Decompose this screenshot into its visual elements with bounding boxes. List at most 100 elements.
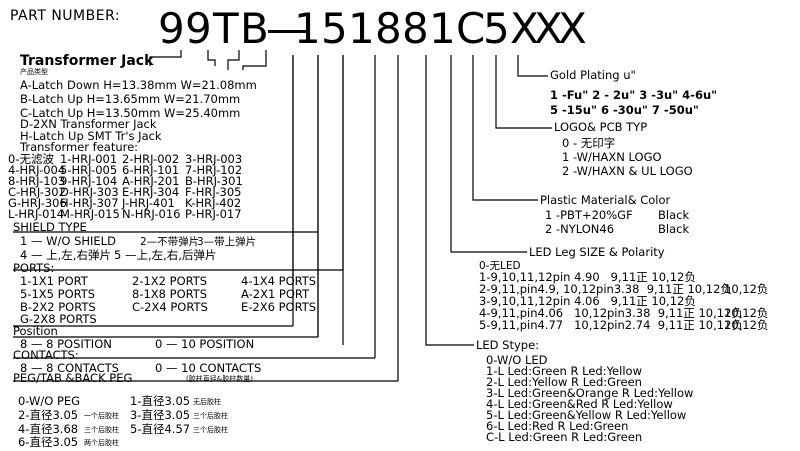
part-number-char: 1 [429, 4, 456, 53]
transformer-feature-item: 7-HRJ-102 [185, 163, 243, 177]
transformer-jack-line: D-2XN Transformer Jack [20, 117, 157, 131]
transformer-feature-item: 2-HRJ-002 [122, 152, 180, 166]
part-number-label: PART NUMBER: [10, 8, 121, 24]
part-number-char: X [558, 4, 587, 53]
gold-plating-option: 1 -Fu" 2 - 2u" 3 -3u" 4-6u" [550, 88, 718, 102]
transformer-feature-item: L-HRJ-014 [8, 207, 65, 221]
led-type-option: 0-W/O LED [486, 353, 548, 367]
ports-option: B-2X2 PORTS [20, 300, 96, 314]
part-number-char: X [510, 4, 539, 53]
peg-option: 1-直径3.05 [130, 394, 191, 408]
transformer-feature-item: K-HRJ-402 [185, 196, 242, 210]
transformer-feature-item: P-HRJ-017 [185, 207, 242, 221]
part-number-char: 8 [375, 4, 402, 53]
ports-option: 2-1X2 PORTS [132, 274, 208, 288]
logo-option: 2 -W/HAXN & UL LOGO [562, 164, 693, 178]
shield-option: 2—不带弹片 [140, 236, 200, 248]
transformer-feature-item: N-HRJ-016 [122, 207, 181, 221]
part-number-char: B [240, 4, 269, 53]
led-leg-title: LED Leg SIZE & Polarity [529, 245, 665, 259]
transformer-feature-item: D-HRJ-303 [60, 185, 119, 199]
ports-option: 5-1X5 PORTS [20, 287, 96, 301]
peg-title: PEG/TAB &BACK PEG [13, 371, 133, 385]
led-leg-option: 4-9,11,pin4.06 10,12pin3.38 9,11正 10,12负 [479, 306, 743, 320]
ports-option: 8-1X8 PORTS [132, 287, 208, 301]
ports-option: C-2X4 PORTS [132, 300, 208, 314]
transformer-feature-item: 6-HRJ-101 [122, 163, 180, 177]
plastic-material-title: Plastic Material& Color [540, 193, 671, 207]
logo-option: 1 -W/HAXN LOGO [562, 150, 662, 164]
transformer-feature-item: E-HRJ-304 [122, 185, 180, 199]
ports-option: A-2X1 PORT [241, 287, 310, 301]
position-option: 8 — 8 POSITION [20, 337, 112, 351]
led-type-option: 6-L Led:Red R Led:Green [486, 419, 629, 433]
leader-plastic [472, 55, 538, 201]
transformer-feature-item: 0-无滤波 [8, 152, 54, 166]
led-leg-extra: 10,12负 [724, 306, 769, 320]
transformer-jack-line: B-Latch Up H=13.65mm W=21.70mm [20, 92, 241, 106]
ports-option: G-2X8 PORTS [20, 312, 97, 326]
transformer-jack-line: A-Latch Down H=13.38mm W=21.08mm [20, 78, 257, 92]
led-type-option: 5-L Led:Green&Yellow R Led:Yellow [486, 408, 687, 422]
leader-led-leg [450, 55, 527, 253]
contacts-option: 0 — 10 CONTACTS [155, 361, 262, 375]
peg-option-note: 无后胶柱 [193, 398, 221, 406]
peg-option: 0-W/O PEG [18, 394, 81, 408]
transformer-feature-item: A-HRJ-201 [122, 174, 180, 188]
peg-title-note: (胶柱直径&胶柱数量) [186, 375, 253, 383]
peg-option: 2-直径3.05 [18, 408, 79, 422]
ports-option: 4-1X4 PORTS [241, 274, 317, 288]
peg-option: 4-直径3.68 [18, 422, 79, 436]
transformer-feature-item: 1-HRJ-001 [60, 152, 118, 166]
led-type-option: 4-L Led:Green&Red R Led:Yellow [486, 397, 673, 411]
transformer-feature-item: 8-HRJ-103 [8, 174, 66, 188]
peg-option: 6-直径3.05 [18, 435, 79, 449]
transformer-feature-item: 3-HRJ-003 [185, 152, 243, 166]
part-number-char: C [456, 4, 486, 53]
led-type-option: 1-L Led:Green R Led:Yellow [486, 364, 642, 378]
part-number-char: 5 [321, 4, 348, 53]
position-option: 0 — 10 POSITION [155, 337, 255, 351]
ports-option: E-2X6 PORTS [241, 300, 317, 314]
shield-option: 3—带上弹片 [197, 236, 257, 248]
transformer-feature-item: B-HRJ-301 [185, 174, 243, 188]
led-type-option: 3-L Led:Green&Orange R Led:Yellow [486, 386, 694, 400]
ports-title: PORTS: [13, 261, 55, 275]
peg-option: 3-直径3.05 [130, 408, 191, 422]
gold-plating-option: 5 -15u" 6 -30u" 7 -50u" [550, 103, 699, 117]
plastic-color: Black [658, 222, 690, 236]
transformer-jack-line: H-Latch Up SMT Tr's Jack [20, 129, 162, 143]
transformer-jack-subtitle: 产品类型 [20, 68, 48, 76]
peg-option-note: 三个后胶柱 [84, 426, 119, 434]
transformer-jack-line: C-Latch Up H=13.50mm W=25.40mm [20, 106, 241, 120]
part-number-char: 9 [158, 4, 185, 53]
leader-gold [517, 55, 548, 77]
transformer-jack-title: Transformer Jack [20, 53, 154, 69]
leader-transformer-feature [207, 50, 216, 66]
part-number-char: X [534, 4, 563, 53]
led-leg-option: 5-9,11,pin4.77 10,12pin2.74 9,11正 10,12负 [479, 318, 743, 332]
logo-pcb-title: LOGO& PCB TYP [554, 120, 648, 134]
transformer-feature-item: F-HRJ-305 [185, 185, 242, 199]
transformer-feature-item: H-HRJ-307 [60, 196, 119, 210]
plastic-color: Black [658, 208, 690, 222]
leader-ports [242, 50, 267, 70]
part-number-char: 5 [483, 4, 510, 53]
leader-shield-type [227, 50, 240, 70]
ports-option: 1-1X1 PORT [20, 274, 88, 288]
peg-option-note: 三个后胶柱 [193, 426, 228, 434]
led-leg-option: 3-9,10,11,12pin 4.06 9,11正 10,12负 [479, 294, 696, 308]
peg-option: 5-直径4.57 [130, 422, 191, 436]
led-leg-extra: 10,12负 [724, 282, 769, 296]
peg-option-note: 一个后胶柱 [84, 412, 119, 420]
shield-option: 1 — W/O SHIELD [20, 234, 116, 248]
led-type-option: 2-L Led:Yellow R Led:Green [486, 375, 642, 389]
transformer-feature-item: M-HRJ-015 [60, 207, 120, 221]
transformer-feature-item: C-HRJ-302 [8, 185, 66, 199]
leader-led-type [425, 55, 474, 346]
part-number-char: — [266, 4, 308, 53]
transformer-feature-item: J-HRJ-401 [122, 196, 175, 210]
part-number-char: 9 [185, 4, 212, 53]
part-number-char: 8 [402, 4, 429, 53]
transformer-feature-item: 4-HRJ-004 [8, 163, 66, 177]
